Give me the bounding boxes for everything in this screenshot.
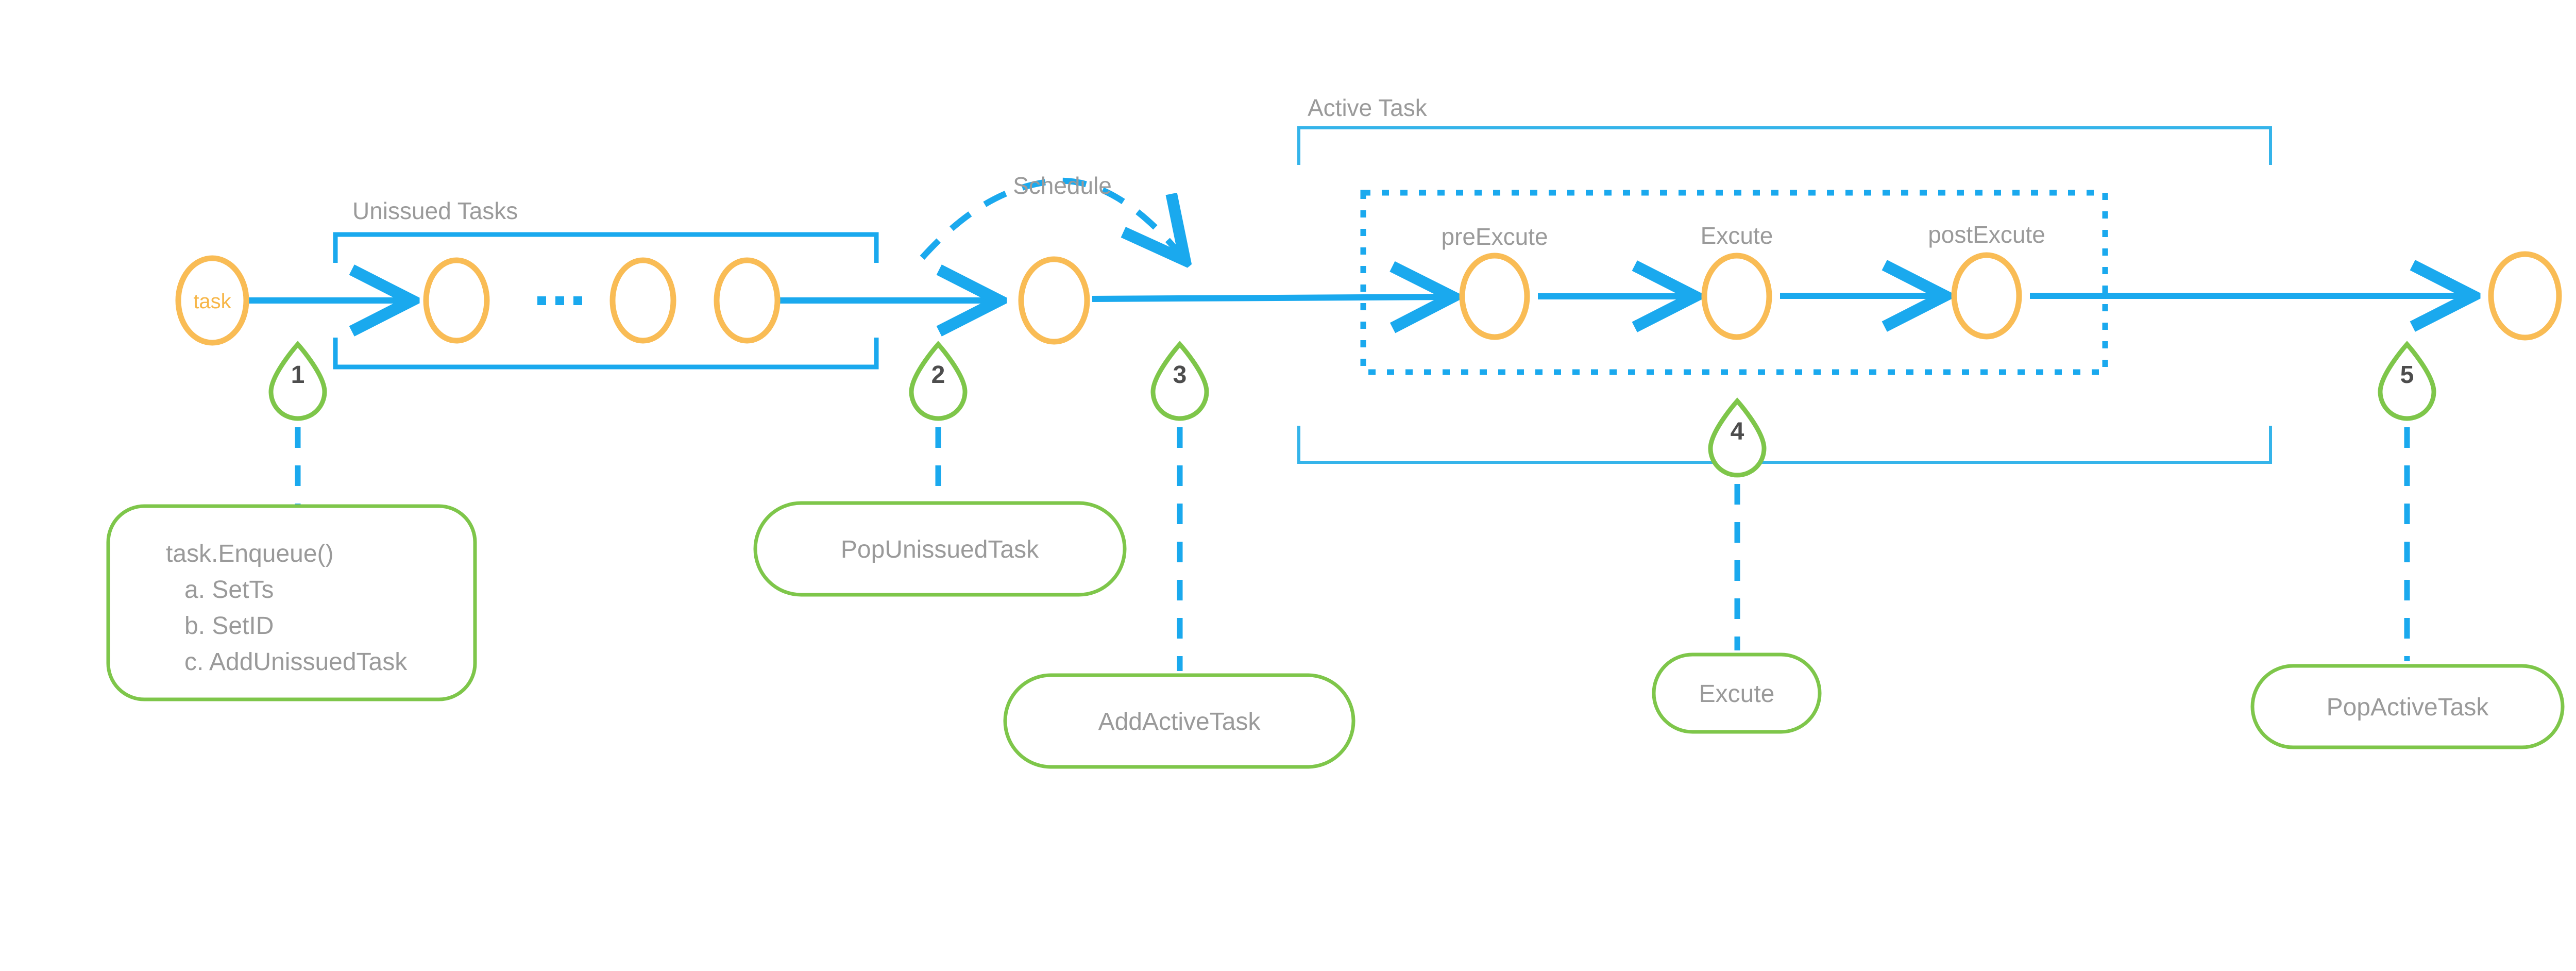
marker-2-number: 2 (931, 361, 945, 389)
callout-add-active-task-shape (1003, 673, 1355, 769)
callout-add-active-task-label: AddActiveTask (1098, 708, 1261, 735)
active-task-group: Active Task (1297, 94, 2272, 464)
callout-pop-active-task[interactable]: PopActiveTask (2250, 664, 2565, 749)
callout-excute[interactable]: Excute (1652, 652, 1822, 734)
task-nodes: task (175, 251, 2562, 346)
callout-pop-unissued-task[interactable]: PopUnissuedTask (753, 501, 1127, 597)
callout-pop-active-task-label: PopActiveTask (2327, 694, 2489, 721)
node-pre-excute[interactable] (1459, 253, 1530, 340)
marker-3-number: 3 (1173, 361, 1187, 389)
unissued-tasks-group: Unissued Tasks (333, 197, 879, 370)
callout-enqueue-line-0: task.Enqueue() (166, 540, 334, 567)
node-task-label: task (193, 290, 231, 313)
marker-3-shape (1150, 341, 1209, 421)
marker-3[interactable]: 3 (1150, 341, 1209, 421)
unissued-tasks-bottom-bracket (333, 338, 879, 370)
marker-4[interactable]: 4 (1708, 397, 1767, 478)
marker-4-number: 4 (1731, 418, 1744, 445)
connector-schedule-to-preexcute (1092, 297, 1453, 299)
callout-enqueue-line-3: c. AddUnissuedTask (184, 648, 408, 676)
unissued-tasks-top-bracket (333, 232, 879, 263)
marker-4-shape (1708, 397, 1767, 478)
callout-leader-lines (295, 389, 2410, 671)
marker-5-number: 5 (2400, 361, 2414, 389)
callout-excute-shape (1652, 652, 1822, 734)
node-excute[interactable] (1701, 253, 1772, 340)
callout-pop-active-task-shape (2250, 664, 2565, 749)
marker-2-shape (909, 341, 968, 421)
callout-enqueue[interactable]: task.Enqueue() a. SetTs b. SetID c. AddU… (106, 504, 477, 701)
marker-1-shape (268, 341, 327, 421)
active-task-bottom-bracket (1297, 426, 2272, 464)
callout-enqueue-line-2: b. SetID (184, 612, 274, 640)
node-completed[interactable] (2488, 251, 2562, 341)
marker-1[interactable]: 1 (268, 341, 327, 421)
callout-pop-unissued-task-label: PopUnissuedTask (841, 536, 1039, 563)
active-task-label: Active Task (1308, 94, 1428, 121)
callout-excute-label: Excute (1699, 680, 1775, 708)
unissued-tasks-label: Unissued Tasks (352, 197, 518, 224)
callout-boxes: task.Enqueue() a. SetTs b. SetID c. AddU… (106, 501, 2565, 769)
marker-1-number: 1 (291, 361, 305, 389)
schedule-arrow-group: Schedule (920, 172, 1185, 260)
flow-connectors (245, 296, 2473, 300)
callout-enqueue-shape (106, 504, 477, 701)
node-post-excute[interactable] (1951, 252, 2022, 340)
stage-label-post-excute: postExcute (1928, 221, 2045, 248)
active-task-top-bracket (1297, 126, 2272, 165)
marker-5-shape (2378, 341, 2436, 421)
callout-enqueue-line-1: a. SetTs (184, 576, 274, 604)
marker-5[interactable]: 5 (2378, 341, 2436, 421)
marker-2[interactable]: 2 (909, 341, 968, 421)
stage-labels: preExcute Excute postExcute (1441, 221, 2045, 250)
queue-ellipsis-icon (537, 296, 582, 305)
node-unissued-2[interactable] (609, 257, 676, 344)
node-task[interactable] (175, 255, 249, 346)
execution-phase-dotted-box (1360, 190, 2108, 375)
callout-add-active-task[interactable]: AddActiveTask (1003, 673, 1355, 769)
node-unissued-3[interactable] (714, 257, 781, 344)
schedule-dashed-arc (920, 177, 1185, 260)
node-schedule[interactable] (1018, 256, 1090, 345)
step-markers: 1 2 3 4 5 (268, 341, 2436, 478)
stage-label-pre-excute: preExcute (1441, 223, 1548, 250)
stage-label-excute: Excute (1701, 222, 1773, 249)
callout-pop-unissued-task-shape (753, 501, 1127, 597)
schedule-label: Schedule (1013, 172, 1112, 199)
node-unissued-1[interactable] (423, 257, 490, 344)
